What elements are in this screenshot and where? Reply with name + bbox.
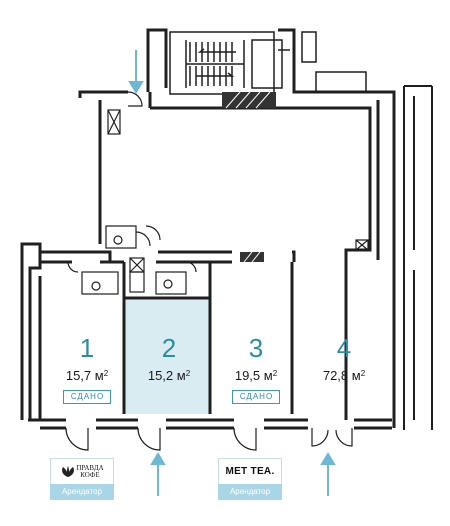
tenant-caption: Арендатор xyxy=(50,484,114,500)
unit-area: 19,5 м2 xyxy=(234,368,278,383)
entrance-arrow-icon xyxy=(150,452,166,496)
unit-3[interactable]: 3 19,5 м2 СДАНО xyxy=(220,334,292,404)
status-badge: СДАНО xyxy=(231,390,281,404)
unit-number: 3 xyxy=(248,333,264,363)
tenant-logo-line1: ПРАВДА xyxy=(76,463,104,472)
unit-number: 1 xyxy=(79,333,95,363)
entrance-arrow-icon xyxy=(128,50,144,94)
unit-area: 72,8 м2 xyxy=(322,368,366,383)
tenant-badge-pravda-kofe[interactable]: ПРАВДА КОФЕ Арендатор xyxy=(50,458,114,500)
unit-4[interactable]: 4 72,8 м2 xyxy=(304,334,384,384)
staircase-icon xyxy=(169,31,367,95)
status-badge: СДАНО xyxy=(62,390,112,404)
bathrooms xyxy=(67,225,197,295)
tenant-badge-met-tea[interactable]: MET TEA. Арендатор xyxy=(218,458,282,500)
unit-number: 2 xyxy=(161,333,177,363)
coffee-leaf-icon xyxy=(62,465,75,477)
unit-1[interactable]: 1 15,7 м2 СДАНО xyxy=(52,334,122,404)
walls xyxy=(20,28,396,430)
tenant-caption: Арендатор xyxy=(218,484,282,500)
hatched-column xyxy=(222,92,276,108)
tenant-logo-text: MET TEA. xyxy=(225,466,275,477)
tenant-logo-line2: КОФЕ xyxy=(80,470,100,479)
unit-2[interactable]: 2 15,2 м2 xyxy=(134,334,204,384)
unit-2-highlight[interactable] xyxy=(125,298,209,414)
entrance-arrow-icon xyxy=(320,452,336,496)
doors xyxy=(65,91,353,451)
unit-area: 15,7 м2 xyxy=(65,368,109,383)
unit-area: 15,2 м2 xyxy=(147,368,191,383)
tenant-logo: ПРАВДА КОФЕ xyxy=(50,458,114,484)
tenant-logo: MET TEA. xyxy=(218,458,282,484)
unit-number: 4 xyxy=(336,333,352,363)
